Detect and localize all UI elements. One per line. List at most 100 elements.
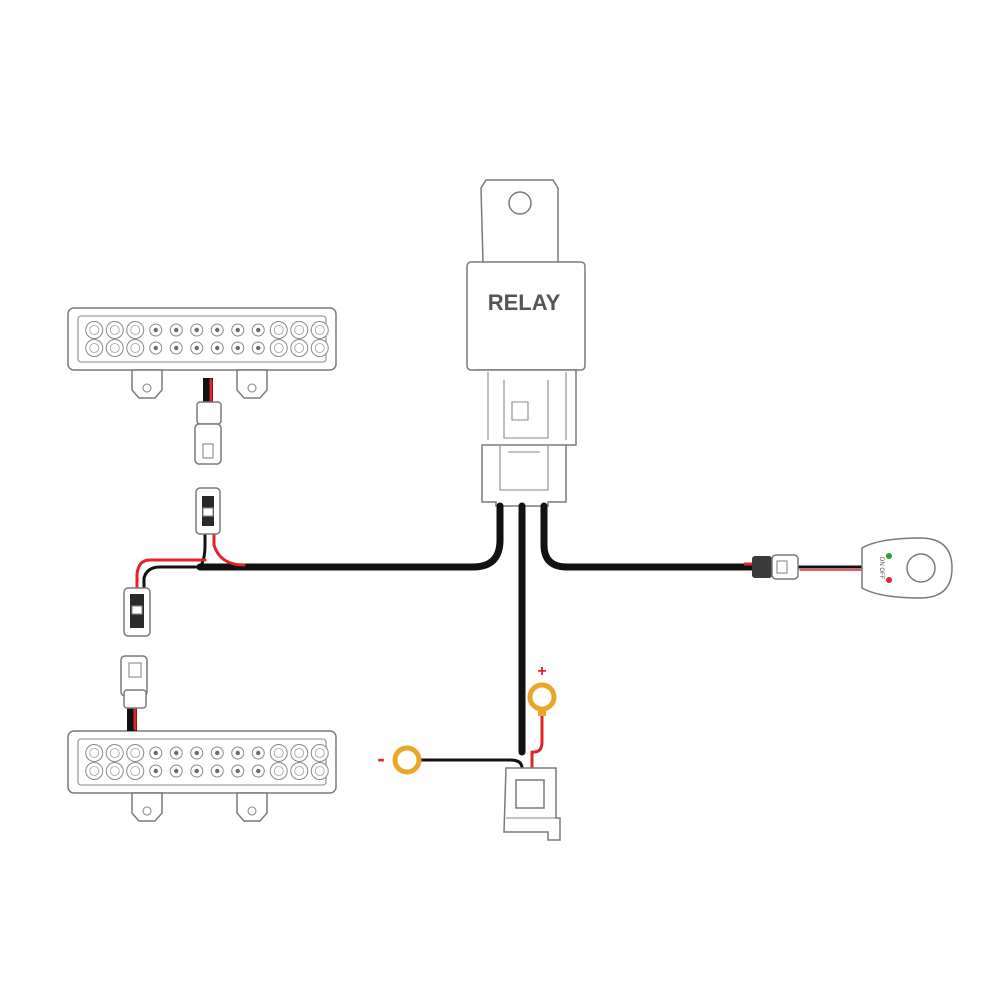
led-reflector [85, 321, 104, 339]
connector-top-female-window [202, 507, 214, 517]
led-reflector-inner [130, 343, 141, 353]
switch-wire [540, 502, 756, 571]
led-reflector [310, 762, 329, 780]
positive-terminal: + [527, 663, 557, 716]
led-chip [235, 768, 240, 774]
switch-indicator-on-icon [886, 553, 892, 559]
connector-lower-harness-window [131, 605, 143, 615]
led-reflector [290, 321, 309, 339]
light-bar-bottom-lens [77, 738, 327, 786]
led-chip [194, 750, 199, 756]
light-bar-bottom-bolt-left [142, 806, 152, 816]
led-reflector [126, 321, 145, 339]
led-chip [174, 327, 179, 333]
light-bar-top-housing [67, 307, 337, 371]
switch-connector-latch [776, 560, 788, 574]
led-reflector-inner [273, 748, 284, 758]
connector-bottom-male-body [123, 689, 147, 709]
led-reflector-inner [273, 325, 284, 335]
led-reflector-inner [109, 748, 120, 758]
led-chip [256, 345, 261, 351]
switch-connector-left [752, 556, 772, 578]
led-chip [174, 768, 179, 774]
led-reflector [105, 339, 124, 357]
led-reflector-inner [273, 766, 284, 776]
relay-label: RELAY [488, 290, 561, 315]
relay-body [466, 261, 586, 371]
negative-label: - [377, 746, 384, 771]
led-chip [256, 327, 261, 333]
led-reflector [290, 762, 309, 780]
led-reflector-inner [314, 748, 325, 758]
led-chip [153, 345, 158, 351]
led-chip [153, 768, 158, 774]
led-reflector-inner [294, 325, 305, 335]
led-reflector [126, 744, 145, 762]
led-reflector-inner [109, 343, 120, 353]
rocker-switch: ON OFF [861, 537, 953, 599]
led-reflector [290, 339, 309, 357]
led-reflector [105, 321, 124, 339]
relay-socket [476, 369, 577, 507]
positive-ring-terminal [527, 682, 557, 712]
led-reflector [269, 321, 288, 339]
led-reflector [269, 744, 288, 762]
relay: RELAY [466, 179, 586, 507]
switch-mount-hole [906, 553, 936, 583]
light-bar-bottom-housing [67, 730, 337, 794]
connector-bottom-male-latch [128, 662, 142, 678]
led-reflector [85, 762, 104, 780]
light-bar-bottom-leds [85, 744, 329, 780]
fuse-holder-window [515, 779, 545, 809]
led-reflector-inner [89, 766, 100, 776]
relay-socket-detail [487, 372, 567, 491]
harness-wire-lights [196, 502, 504, 571]
led-chip [215, 750, 220, 756]
led-chip [153, 750, 158, 756]
led-reflector [85, 744, 104, 762]
led-reflector [269, 339, 288, 357]
led-chip [256, 768, 261, 774]
led-reflector [290, 744, 309, 762]
light-bar-bottom-bolt-right [247, 806, 257, 816]
negative-wire [417, 758, 524, 770]
led-chip [256, 750, 261, 756]
relay-mounting-hole [508, 191, 532, 215]
led-reflector [85, 339, 104, 357]
led-chip [194, 345, 199, 351]
negative-terminal: - [377, 745, 422, 775]
led-chip [174, 750, 179, 756]
led-chip [215, 327, 220, 333]
light-bar-top-leds [85, 321, 329, 357]
led-reflector-inner [273, 343, 284, 353]
lower-pigtail-red [135, 558, 207, 592]
switch-connector [752, 554, 799, 580]
connector-bottom-male [120, 655, 148, 709]
led-reflector [105, 762, 124, 780]
fuse-holder [503, 767, 561, 841]
led-reflector-inner [89, 325, 100, 335]
top-pigtail-black [198, 530, 207, 569]
connector-top-male [194, 401, 222, 465]
led-reflector-inner [89, 343, 100, 353]
led-reflector-inner [109, 766, 120, 776]
led-reflector-inner [294, 343, 305, 353]
led-chip [215, 345, 220, 351]
led-reflector [105, 744, 124, 762]
switch-indicator-off-icon [886, 577, 892, 583]
light-bar-top [67, 307, 337, 399]
led-reflector-inner [314, 325, 325, 335]
light-bar-top-lead [203, 378, 213, 402]
led-reflector [126, 339, 145, 357]
led-chip [235, 327, 240, 333]
light-bar-top-bolt-right [247, 383, 257, 393]
led-reflector [126, 762, 145, 780]
led-reflector-inner [130, 325, 141, 335]
connector-top-female [195, 487, 221, 535]
light-bar-top-bolt-left [142, 383, 152, 393]
negative-ring-terminal [392, 745, 422, 775]
light-bar-bottom-lead [127, 705, 137, 731]
led-reflector-inner [314, 766, 325, 776]
led-reflector-inner [294, 748, 305, 758]
